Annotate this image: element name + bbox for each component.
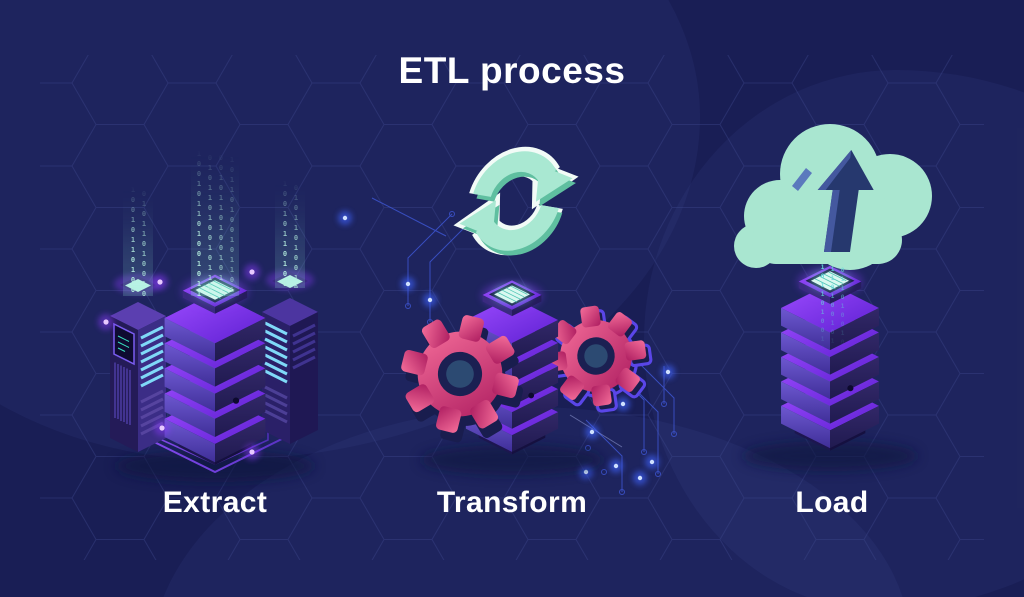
data-stream: 1001011010010110100101101001011010010110… (191, 150, 239, 296)
gear-icon (539, 299, 659, 419)
binary-column: 1001011010010110100101101001011010010110… (140, 186, 148, 296)
server-tower-small-left (110, 274, 166, 452)
server-tower-small-right (262, 270, 318, 444)
stage-label-extract: Extract (162, 486, 268, 519)
binary-column: 1001011010010110100101101001011010010110… (281, 180, 289, 288)
stage-label-transform: Transform (436, 486, 588, 519)
data-trickle: 101101001011010010110100 101101001011010… (812, 264, 852, 350)
binary-column: 1001011010010110100101101001011010010110… (292, 180, 300, 288)
binary-column: 1001011010010110100101101001011010010110… (195, 150, 203, 296)
binary-column: 1001011010010110100101101001011010010110… (228, 150, 236, 296)
page-title: ETL process (398, 50, 626, 91)
load-illustration (734, 124, 932, 451)
gear-icon (388, 302, 536, 455)
ground-shadows (115, 441, 918, 482)
binary-column: 101101001011010010110100 (829, 264, 836, 350)
stage-label-load: Load (795, 486, 869, 519)
binary-column: 1001011010010110100101101001011010010110… (217, 150, 225, 296)
cloud-icon (734, 124, 932, 270)
binary-column: 1001011010010110100101101001011010010110… (206, 150, 214, 296)
binary-column: 1001011010010110100101101001011010010110… (129, 186, 137, 296)
data-stream: 1001011010010110100101101001011010010110… (275, 180, 305, 288)
binary-column: 101101001011010010110100 (819, 264, 826, 350)
server-screen (113, 322, 135, 366)
binary-column: 101101001011010010110100 (839, 264, 846, 350)
data-stream: 1001011010010110100101101001011010010110… (123, 186, 153, 296)
sync-icon (453, 146, 579, 256)
transform-illustration (388, 146, 659, 455)
extract-illustration (98, 264, 318, 474)
